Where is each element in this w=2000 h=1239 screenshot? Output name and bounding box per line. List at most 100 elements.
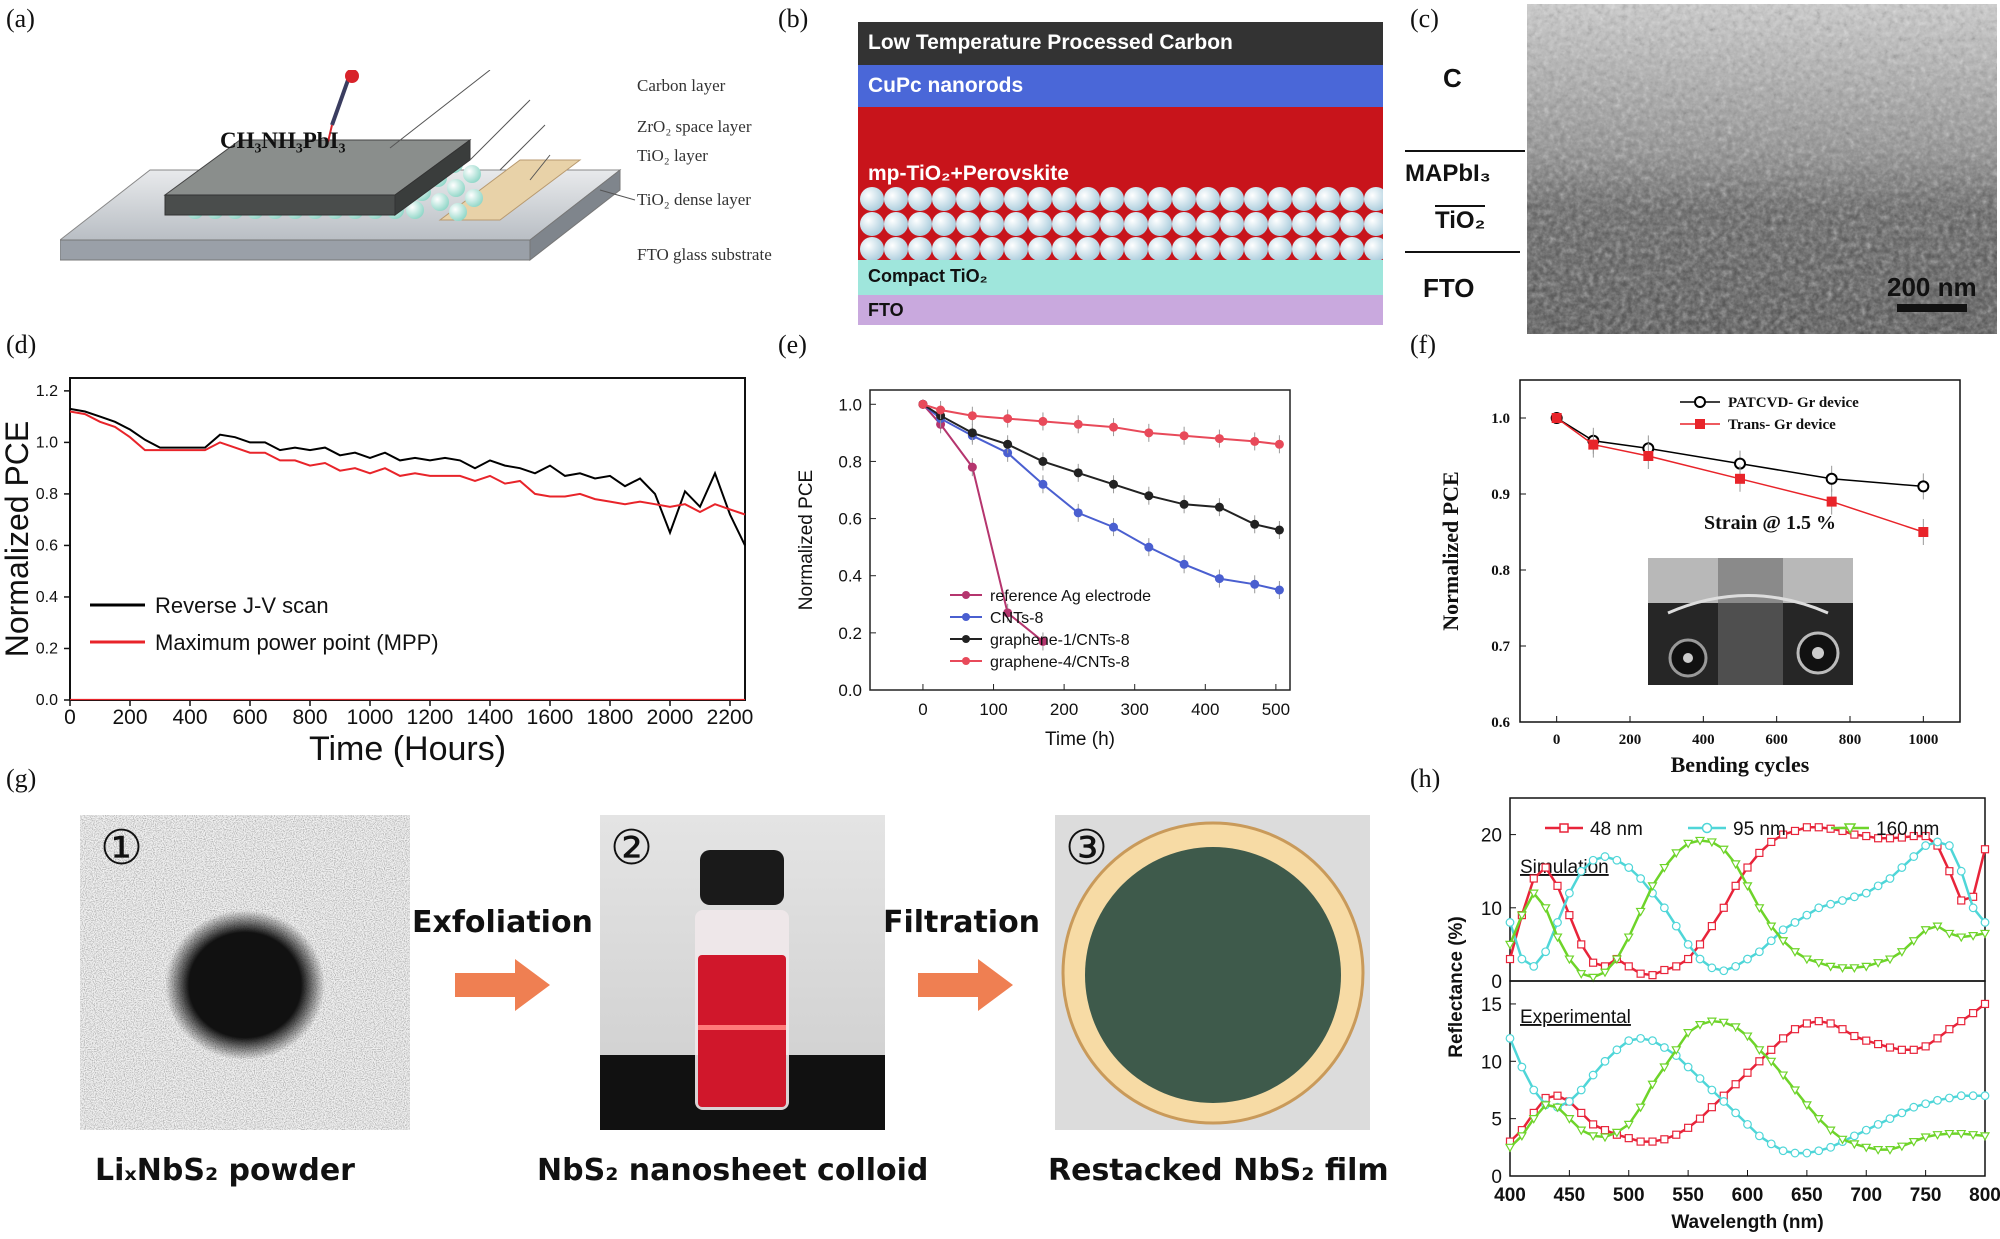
tio2-sphere [932,187,956,211]
data-point [1576,970,1587,979]
data-point [1707,963,1717,973]
step-1-caption: LiₓNbS₂ powder [95,1153,355,1188]
tio2-sphere [932,237,956,261]
layer-perovskite-label: mp-TiO₂+Perovskite [868,162,1069,185]
tio2-sphere [1028,237,1052,261]
data-point [1552,1103,1563,1113]
data-point [1695,1114,1705,1123]
plot-frame [869,389,1291,691]
data-point [1826,1142,1836,1152]
data-point [1944,841,1954,850]
legend-label-1: PATCVD- Gr device [1728,395,1859,411]
tio2-sphere [1148,237,1172,261]
data-point [1179,499,1189,509]
series-line-2 [922,403,1280,591]
x-tick-label: 750 [1910,1185,1942,1206]
x-tick-label: 400 [1494,1185,1526,1206]
data-point [1814,1146,1824,1156]
data-point [1813,1115,1824,1124]
data-point [1541,863,1550,872]
data-point [1956,1129,1967,1139]
tio2-sphere [1052,237,1076,261]
data-point [1814,903,1824,913]
y-tick-label: 0.8 [838,452,862,471]
data-point [1683,1029,1694,1038]
data-point [1623,933,1634,943]
data-point [1565,911,1574,920]
legend-label-4: graphene-4/CNTs-8 [990,654,1130,671]
series-line-4 [922,403,1280,446]
data-point [918,399,928,409]
data-point [1826,899,1836,909]
legend-label-1: 48 nm [1590,819,1643,840]
y-tick-label: 0.6 [36,537,58,554]
data-point [1694,836,1706,846]
data-point [1920,1133,1931,1143]
data-point [1814,823,1823,832]
tio2-sphere [1220,237,1244,261]
data-point [1849,892,1859,902]
data-point [1553,1091,1562,1100]
data-point [1932,922,1943,932]
tio2-sphere [1004,212,1028,236]
data-point [1743,1119,1752,1129]
data-point [1861,888,1871,898]
data-point [1850,830,1859,839]
data-point [1660,965,1669,975]
data-point [1979,1132,1991,1142]
tio2-sphere [1172,212,1196,236]
perovskite-formula: CH₃NH₃PbI₃ [220,128,346,153]
tio2-sphere [860,187,884,211]
data-point [1599,968,1611,978]
x-axis-label: Bending cycles [1671,752,1810,777]
tio2-sphere [908,212,932,236]
panel-label-f: (f) [1410,330,1436,359]
photo-film [1055,815,1370,1130]
data-point [1956,933,1967,943]
data-point [1600,1056,1610,1066]
data-point [1731,961,1741,971]
data-point [1980,999,1990,1009]
data-point [1672,962,1681,971]
device-schematic-a [60,70,636,262]
data-point [1250,436,1260,446]
x-tick-label: 1400 [467,706,514,729]
data-point [1635,1103,1646,1113]
data-point [1719,966,1729,976]
step-2-number: ② [610,822,654,875]
data-point [1274,585,1284,595]
data-point [1789,1086,1801,1096]
tio2-sphere [1244,212,1268,236]
x-tick-label: 200 [112,706,147,729]
pipette-icon [327,70,359,143]
data-point [1589,1120,1598,1129]
layer-fto: FTO [858,295,1383,325]
data-point [1825,472,1838,485]
data-point [1779,1034,1788,1043]
tio2-sphere [1196,187,1220,211]
x-tick-label: 800 [1969,1185,2000,1206]
data-point [1588,439,1599,450]
layer-label-fto: FTO glass substrate [637,245,772,264]
legend-marker-2 [962,613,970,621]
data-point [1754,1131,1764,1141]
data-point [1038,416,1048,426]
data-point [1980,845,1990,854]
x-tick-label: 550 [1672,1185,1704,1206]
data-point [1659,1063,1670,1073]
sem-label-tio2: TiO₂ [1435,205,1486,234]
layer-perovskite: mp-TiO₂+Perovskite [858,107,1383,282]
layer-label-zro2: ZrO₂ space layer [637,117,752,136]
data-point [1896,1142,1907,1152]
data-point [1969,1009,1978,1018]
data-point [1553,918,1562,927]
data-point [1624,962,1633,971]
data-point [1038,636,1048,646]
y-tick-label: 1.0 [36,434,58,451]
data-point [1754,1046,1765,1056]
data-point [1897,833,1906,842]
layer-compact-tio2: Compact TiO₂ [858,260,1383,295]
data-point [1884,955,1896,965]
data-point [1504,1143,1516,1153]
data-point [1850,1031,1859,1041]
